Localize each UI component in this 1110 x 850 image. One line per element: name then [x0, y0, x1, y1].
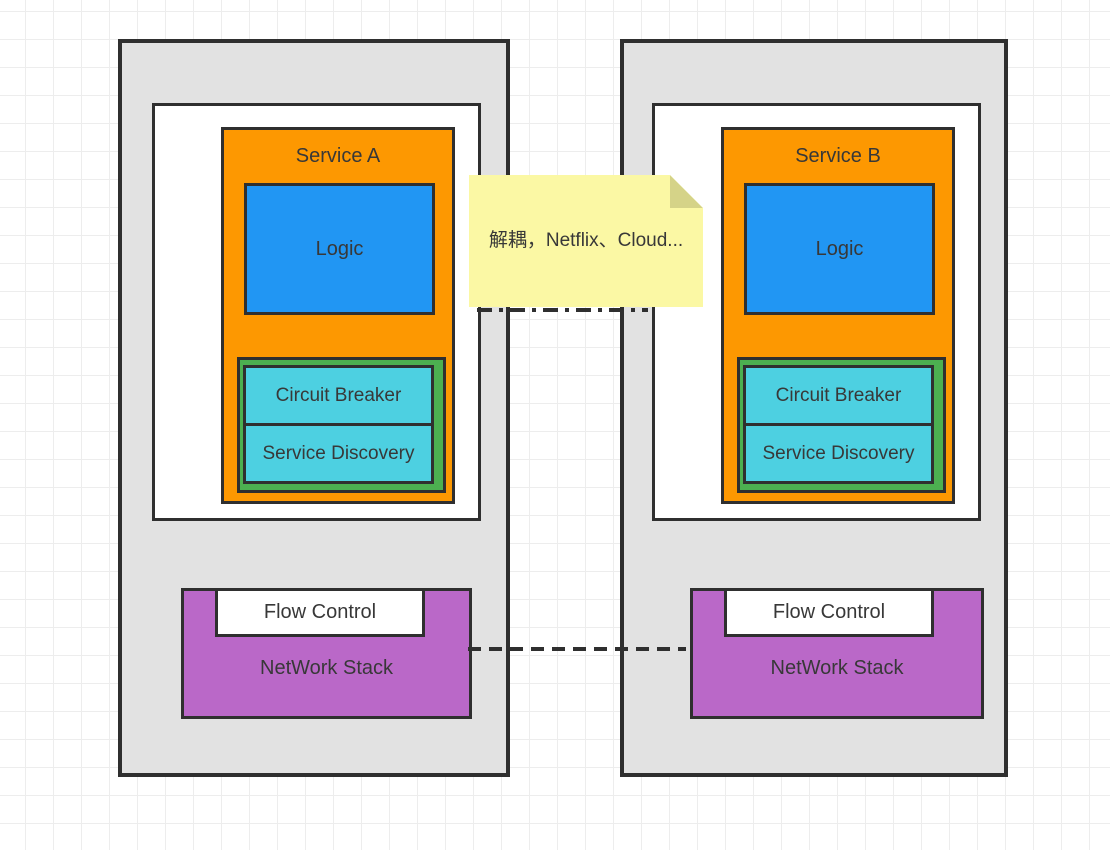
machine-b-container[interactable]: Service B Logic Circuit Breaker Service … — [620, 39, 1008, 777]
sidecar-box-a[interactable]: Circuit Breaker Service Discovery — [237, 357, 446, 493]
logic-box-a[interactable]: Logic — [244, 183, 435, 315]
flow-control-b[interactable]: Flow Control — [724, 588, 934, 637]
sidecar-stack-b: Circuit Breaker Service Discovery — [743, 365, 934, 484]
network-stack-label-a: NetWork Stack — [260, 657, 393, 679]
service-discovery-b[interactable]: Service Discovery — [743, 423, 934, 484]
network-stack-a[interactable]: Flow Control NetWork Stack — [181, 588, 472, 719]
service-b-box[interactable]: Service B Logic Circuit Breaker Service … — [721, 127, 955, 504]
sticky-note-text: 解耦，Netflix、Cloud... — [488, 230, 684, 251]
service-discovery-label-a: Service Discovery — [262, 442, 415, 464]
sidecar-box-b[interactable]: Circuit Breaker Service Discovery — [737, 357, 946, 493]
machine-a-container[interactable]: Service A Logic Circuit Breaker Service … — [118, 39, 510, 777]
service-discovery-a[interactable]: Service Discovery — [243, 423, 434, 484]
service-a-title: Service A — [295, 145, 381, 167]
flow-control-a[interactable]: Flow Control — [215, 588, 425, 637]
process-box-a[interactable]: Service A Logic Circuit Breaker Service … — [152, 103, 481, 521]
sticky-note[interactable]: 解耦，Netflix、Cloud... — [469, 175, 703, 307]
network-stack-label-b: NetWork Stack — [770, 657, 904, 679]
service-a-box[interactable]: Service A Logic Circuit Breaker Service … — [221, 127, 455, 504]
process-box-b[interactable]: Service B Logic Circuit Breaker Service … — [652, 103, 981, 521]
logic-label-b: Logic — [815, 237, 864, 260]
network-stack-b[interactable]: Flow Control NetWork Stack — [690, 588, 984, 719]
flow-control-label-b: Flow Control — [772, 601, 886, 623]
service-discovery-label-b: Service Discovery — [762, 442, 915, 464]
sidecar-stack-a: Circuit Breaker Service Discovery — [243, 365, 434, 484]
circuit-breaker-label-b: Circuit Breaker — [775, 384, 902, 406]
circuit-breaker-label-a: Circuit Breaker — [275, 384, 402, 406]
service-b-title: Service B — [795, 145, 881, 167]
logic-box-b[interactable]: Logic — [744, 183, 935, 315]
flow-control-label-a: Flow Control — [263, 601, 377, 623]
logic-label-a: Logic — [315, 237, 364, 260]
